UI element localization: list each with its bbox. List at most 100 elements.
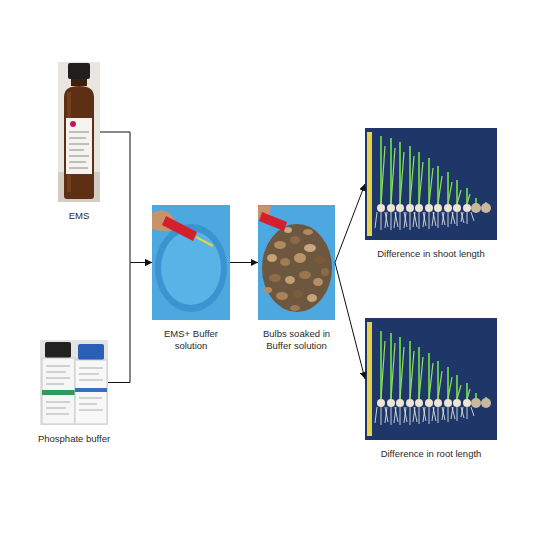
- onion-seedlings: [471, 203, 481, 213]
- ems-bottle-photo: [71, 79, 87, 86]
- photo-caption: EMS: [39, 210, 119, 222]
- buffer-tub-photo: [152, 205, 230, 320]
- onion-seedlings: [451, 212, 464, 226]
- flow-arrow: [108, 263, 152, 383]
- onion-seedlings: [442, 212, 455, 227]
- shoot-length-photo: [365, 128, 497, 240]
- ems-bottle-photo: [69, 168, 88, 169]
- phosphate-buffer-photo: [46, 372, 66, 373]
- ems-bottle-photo: [58, 62, 100, 202]
- onion-seedlings: [396, 204, 404, 212]
- soaked-bulbs-photo: [274, 241, 286, 249]
- onion-seedlings: [377, 204, 385, 212]
- flow-arrow: [335, 184, 365, 263]
- flow-arrow: [230, 262, 258, 263]
- onion-seedlings: [381, 146, 470, 204]
- phosphate-buffer-photo: [79, 380, 103, 381]
- ems-bottle-photo: [66, 118, 92, 174]
- soaked-bulbs-photo: [285, 276, 295, 284]
- soaked-bulbs-photo: [290, 236, 300, 244]
- soaked-bulbs-photo: [304, 244, 316, 252]
- ems-bottle-photo: [69, 132, 89, 168]
- phosphate-buffer-photo: [46, 384, 64, 385]
- onion-seedlings: [423, 212, 436, 229]
- soaked-bulbs-photo: [264, 287, 272, 293]
- ems-bottle-photo: [70, 121, 76, 127]
- onion-seedlings: [438, 176, 442, 204]
- onion-seedlings: [448, 182, 452, 204]
- photo-panel: Phosphate buffer: [40, 340, 108, 425]
- flow-arrow: [335, 263, 365, 380]
- buffer-tub-photo: [161, 231, 221, 305]
- phosphate-buffer-photo: [46, 366, 70, 414]
- ems-bottle-photo: [69, 138, 86, 139]
- ems-bottle-photo: [69, 156, 89, 157]
- onion-seedlings: [425, 204, 433, 212]
- ems-bottle-photo: [69, 162, 86, 163]
- phosphate-buffer-photo: [79, 368, 103, 410]
- soaked-bulbs-photo: [307, 294, 317, 302]
- photo-panel: Bulbs soaked in Buffer solution: [258, 205, 335, 320]
- onion-seedlings: [391, 148, 395, 204]
- phosphate-buffer-photo: [45, 342, 71, 358]
- phosphate-buffer-photo: [79, 374, 99, 375]
- buffer-tub-photo: [196, 237, 213, 246]
- onion-seedlings: [377, 203, 491, 213]
- buffer-tub-photo: [152, 205, 230, 320]
- soaked-bulbs-photo: [303, 229, 313, 235]
- root-length-photo: [365, 318, 497, 440]
- onion-seedlings: [461, 212, 474, 224]
- onion-seedlings: [375, 136, 491, 230]
- phosphate-buffer-photo: [46, 414, 69, 415]
- onion-seedlings: [400, 152, 404, 204]
- onion-seedlings: [457, 190, 461, 204]
- soaked-bulbs-photo: [290, 305, 300, 311]
- soaked-bulbs-photo: [293, 290, 303, 298]
- onion-seedlings: [381, 146, 385, 204]
- ems-bottle-photo: [69, 144, 89, 145]
- onion-seedlings: [419, 162, 423, 204]
- phosphate-buffer-photo: [40, 340, 108, 425]
- phosphate-buffer-photo: [42, 390, 75, 395]
- soaked-bulbs-photo: [267, 254, 277, 262]
- onion-seedlings: [410, 156, 414, 204]
- soaked-bulbs-photo: [276, 292, 288, 300]
- phosphate-buffer-photo: [46, 378, 70, 379]
- onion-seedlings: [467, 194, 470, 204]
- ems-bottle-photo: [64, 86, 94, 199]
- phosphate-buffer-photo: [46, 366, 70, 367]
- soaked-bulbs-photo: [284, 227, 292, 233]
- soaked-bulbs-photo: [259, 212, 287, 231]
- onion-seedlings: [434, 204, 442, 212]
- phosphate-buffer-photo: [42, 358, 75, 424]
- soaked-bulbs-photo: [258, 205, 335, 320]
- photo-caption: Bulbs soaked in Buffer solution: [257, 328, 337, 352]
- onion-seedlings: [463, 204, 471, 212]
- onion-seedlings: [481, 203, 491, 213]
- shoot-length-photo: [367, 132, 372, 236]
- phosphate-buffer-photo: [79, 368, 103, 369]
- onion-seedlings: [406, 204, 414, 212]
- ems-bottle-photo: [68, 63, 90, 79]
- onion-seedlings: [453, 204, 461, 212]
- soaked-bulbs-photo: [313, 278, 323, 286]
- photo-caption: Phosphate buffer: [19, 433, 129, 445]
- phosphate-buffer-photo: [46, 408, 66, 409]
- flow-arrow: [100, 132, 152, 263]
- soaked-bulbs-photo: [280, 258, 290, 266]
- phosphate-buffer-photo: [78, 344, 104, 360]
- soaked-bulbs-photo: [258, 205, 335, 320]
- photo-panel: EMS: [58, 62, 100, 202]
- onion-seedlings: [387, 204, 395, 212]
- phosphate-buffer-photo: [79, 404, 97, 405]
- phosphate-buffer-photo: [75, 360, 107, 424]
- ems-bottle-photo: [69, 132, 89, 133]
- photo-panel: Difference in shoot length: [365, 128, 497, 240]
- buffer-tub-photo: [162, 216, 197, 241]
- phosphate-buffer-photo: [79, 398, 102, 399]
- onion-seedlings: [429, 168, 433, 204]
- root-length-photo: [365, 318, 497, 440]
- onion-seedlings: [404, 212, 417, 230]
- ems-bottle-photo: [58, 62, 100, 202]
